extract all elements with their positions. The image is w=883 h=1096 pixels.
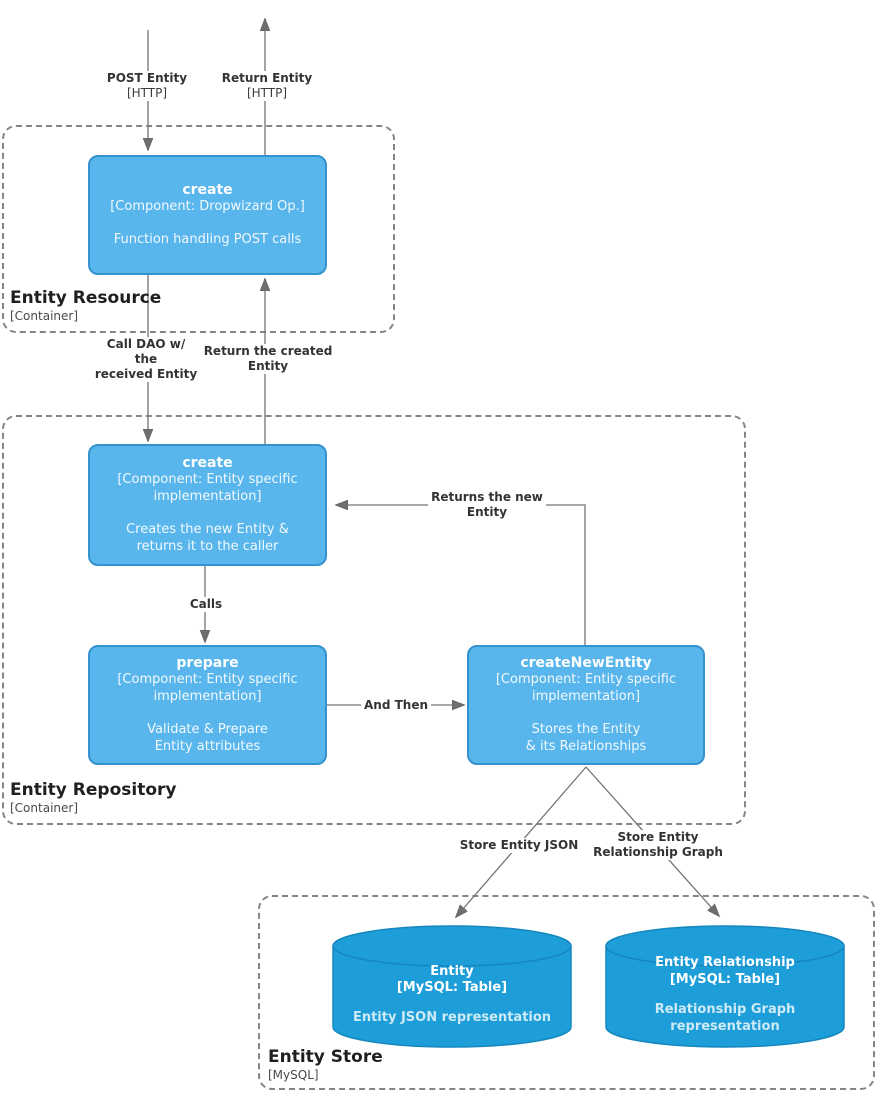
database-entity-relationship-table[interactable]: Entity Relationship [MySQL: Table] Relat… <box>605 925 845 1048</box>
edge-label-return-entity: Return Entity [HTTP] <box>218 71 316 101</box>
component-description: Validate & Prepare Entity attributes <box>147 721 268 755</box>
container-title: Entity Store <box>268 1047 383 1067</box>
component-prepare[interactable]: prepare [Component: Entity specific impl… <box>88 645 327 765</box>
store-title: Entity Relationship <box>655 955 795 971</box>
container-entity-repository <box>2 415 746 825</box>
store-subtitle: [MySQL: Table] <box>669 971 781 987</box>
container-title: Entity Resource <box>10 288 162 308</box>
edge-label-call-dao: Call DAO w/ the received Entity <box>91 337 201 382</box>
cylinder-shape <box>605 925 845 1048</box>
edge-label-post-entity: POST Entity [HTTP] <box>103 71 191 101</box>
component-description: Stores the Entity & its Relationships <box>525 721 647 755</box>
entity-resource-label: Entity Resource [Container] <box>10 288 162 323</box>
component-title: create <box>182 454 233 471</box>
database-entity-table[interactable]: Entity [MySQL: Table] Entity JSON repres… <box>332 925 572 1048</box>
component-subtitle: [Component: Entity specific implementati… <box>495 672 677 705</box>
component-description: Function handling POST calls <box>113 232 302 248</box>
edge-label-return-created: Return the created Entity <box>200 344 336 374</box>
component-title: create <box>182 182 233 199</box>
cylinder-text: Entity [MySQL: Table] Entity JSON repres… <box>332 925 572 1048</box>
store-description: Entity JSON representation <box>352 1010 552 1026</box>
component-subtitle: [Component: Entity specific implementati… <box>117 672 298 705</box>
component-subtitle: [Component: Entity specific implementati… <box>117 472 298 505</box>
edge-label-and-then: And Then <box>360 698 432 713</box>
store-title: Entity <box>430 963 474 979</box>
cylinder-text: Entity Relationship [MySQL: Table] Relat… <box>605 925 845 1048</box>
edge-label-store-graph: Store Entity Relationship Graph <box>590 830 726 860</box>
entity-repository-label: Entity Repository [Container] <box>10 780 177 815</box>
container-entity-resource <box>2 125 395 333</box>
edge-label-store-json: Store Entity JSON <box>456 838 582 853</box>
edge-label-returns-new: Returns the new Entity <box>428 490 546 520</box>
cylinder-shape <box>332 925 572 1048</box>
component-create-dropwizard[interactable]: create [Component: Dropwizard Op.] Funct… <box>88 155 327 275</box>
component-description: Creates the new Entity & returns it to t… <box>126 521 289 555</box>
component-subtitle: [Component: Dropwizard Op.] <box>110 199 305 215</box>
container-type: [Container] <box>10 308 79 323</box>
component-title: createNewEntity <box>520 654 652 671</box>
component-title: prepare <box>176 654 239 671</box>
component-create-dao[interactable]: create [Component: Entity specific imple… <box>88 444 327 566</box>
container-title: Entity Repository <box>10 780 177 800</box>
edge-label-calls: Calls <box>186 597 226 612</box>
component-create-new-entity[interactable]: createNewEntity [Component: Entity speci… <box>467 645 705 765</box>
container-type: [MySQL] <box>268 1067 319 1082</box>
container-type: [Container] <box>10 800 79 815</box>
store-subtitle: [MySQL: Table] <box>396 980 508 996</box>
store-description: Relationship Graph representation <box>654 1001 796 1034</box>
entity-store-label: Entity Store [MySQL] <box>268 1047 383 1082</box>
